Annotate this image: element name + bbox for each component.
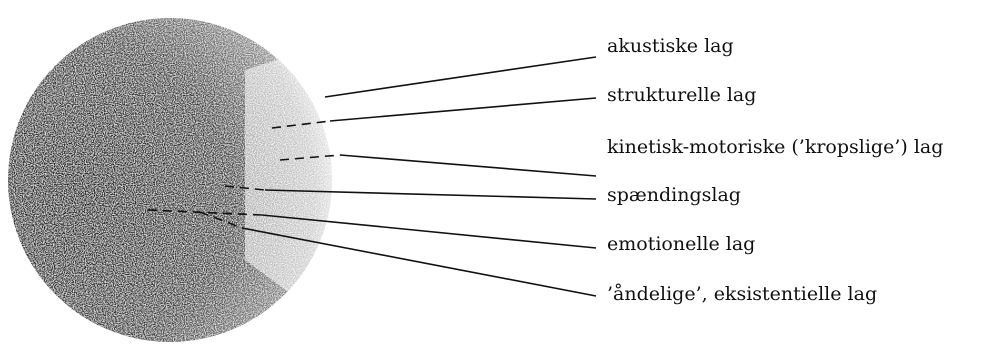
leader-line-5 (241, 227, 597, 297)
layer-label-strukturelle: strukturelle lag (607, 84, 756, 106)
layer-label-spaendingslag: spændingslag (607, 184, 741, 206)
layer-label-aandelige: ’åndelige’, eksistentielle lag (607, 283, 877, 305)
layer-label-akustiske: akustiske lag (607, 35, 734, 57)
leader-line-0 (324, 56, 597, 98)
leader-dashed-4 (147, 209, 263, 216)
leader-dashed-1 (271, 120, 331, 129)
leader-dashed-5 (199, 211, 243, 229)
layer-label-emotionelle: emotionelle lag (607, 233, 755, 255)
leader-dashed-3 (224, 185, 266, 191)
layer-label-kinetisk-motoriske: kinetisk-motoriske (’kropslige’) lag (607, 136, 943, 158)
leader-line-2 (339, 154, 597, 177)
leader-lines (147, 56, 597, 297)
leader-dashed-2 (279, 154, 341, 161)
leader-line-3 (264, 189, 597, 200)
leader-line-1 (329, 97, 597, 122)
leader-line-4 (261, 214, 597, 249)
sphere-illustration (8, 18, 332, 342)
